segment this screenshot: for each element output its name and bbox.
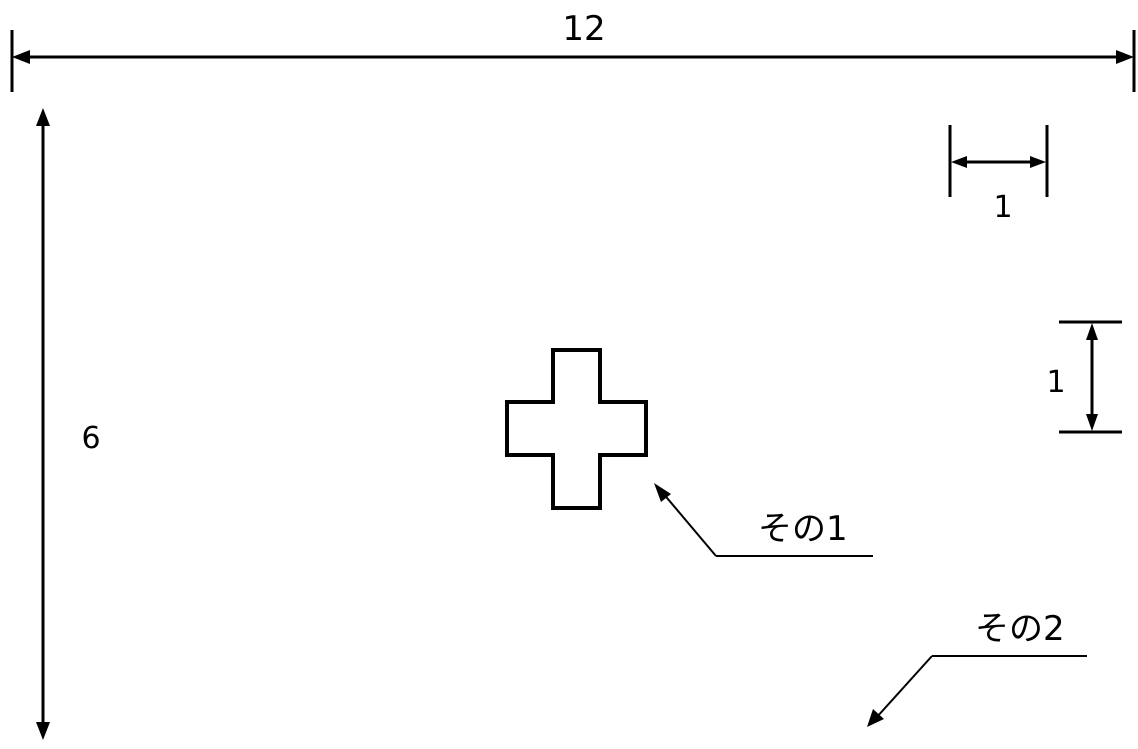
height-dimension-label: 6: [81, 421, 100, 456]
cross-shape: [505, 348, 648, 510]
width-dimension-right-arrow: [1116, 50, 1134, 64]
callout-shape2-leader: [875, 655, 933, 719]
unit-height-top-arrow: [1086, 323, 1098, 340]
width-dimension-left-arrow: [12, 50, 30, 64]
callout-shape1-arrow: [654, 483, 671, 502]
unit-width-dimension: 1: [948, 125, 1049, 225]
unit-width-left-arrow: [951, 156, 967, 168]
width-dimension-label: 12: [562, 9, 605, 49]
unit-height-label: 1: [1046, 365, 1065, 400]
unit-height-bottom-arrow: [1086, 414, 1098, 431]
callout-shape2-arrow: [867, 709, 884, 727]
height-dimension-top-arrow: [36, 108, 50, 126]
unit-height-dimension: 1: [1046, 320, 1122, 434]
callout-shape2: その2: [867, 609, 1087, 727]
callout-shape2-label: その2: [975, 609, 1065, 649]
height-dimension-bottom-arrow: [36, 722, 50, 740]
callout-shape1-label: その1: [758, 509, 848, 549]
callout-shape1: その1: [654, 483, 873, 557]
unit-width-right-arrow: [1030, 156, 1046, 168]
unit-width-label: 1: [993, 190, 1012, 225]
callout-shape1-leader: [661, 491, 717, 557]
height-dimension: 6: [36, 108, 101, 740]
width-dimension: 12: [10, 9, 1136, 92]
